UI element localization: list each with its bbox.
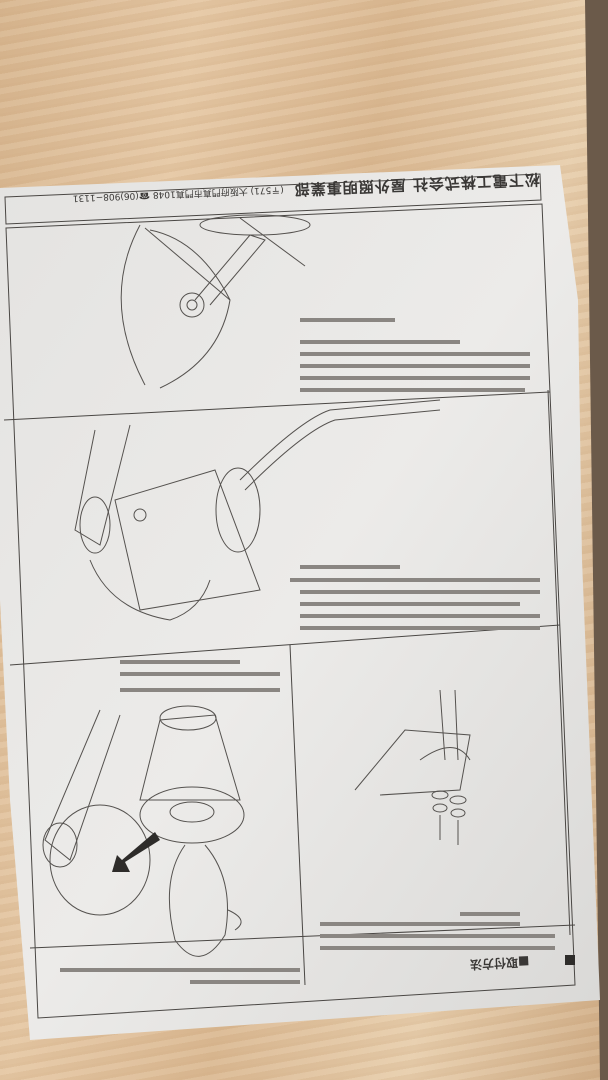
divider-vertical: [289, 644, 306, 986]
section-bullet-icon: [565, 955, 575, 965]
divider-2: [9, 624, 561, 666]
reflector-diagram: [120, 214, 311, 389]
bracket-diagram: [354, 689, 471, 845]
rotation-arrow-icon: [112, 832, 160, 872]
divider-right: [547, 389, 571, 936]
company-address: (〒571) 大阪府門真市門真1048 ☎(06)908−1131: [72, 184, 284, 204]
header-box: [4, 173, 542, 225]
shadow-edge: [585, 0, 608, 1080]
body-text-lines: [60, 318, 555, 984]
divider-1: [3, 391, 551, 421]
housing-diagram: [74, 399, 441, 621]
content-frame: [5, 203, 576, 1019]
lamp-replacement-diagram: [42, 705, 245, 957]
section-title: ■取付方法: [469, 954, 530, 972]
